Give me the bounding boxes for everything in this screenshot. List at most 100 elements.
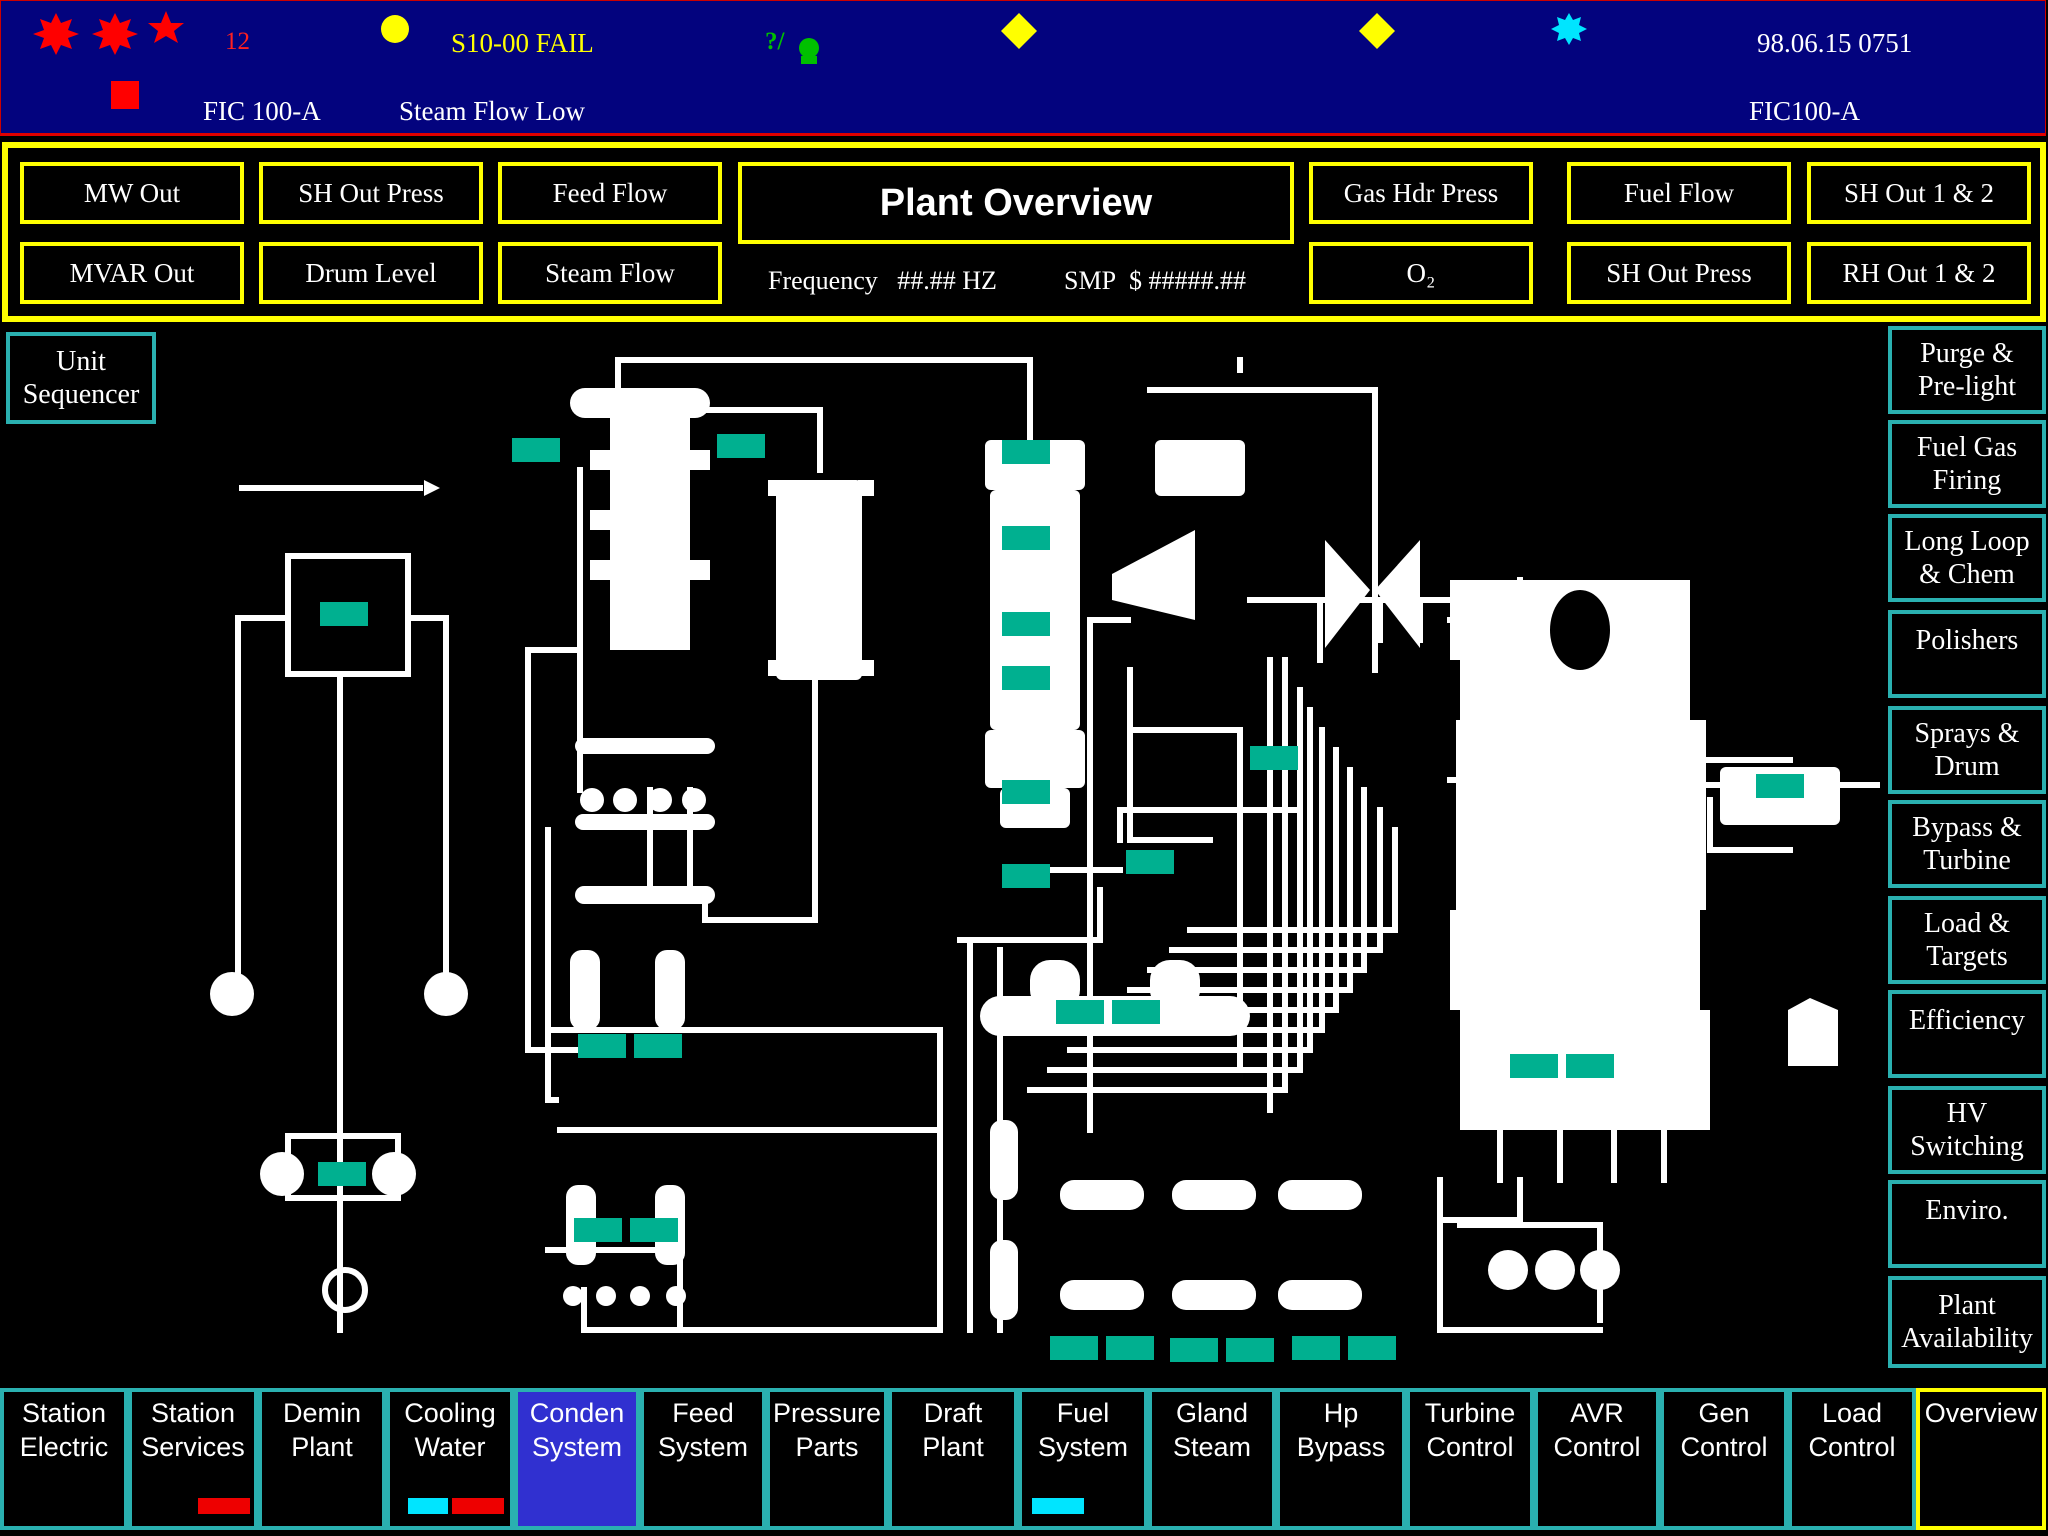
alarm-star-icon[interactable] [148, 11, 184, 43]
person-icon [799, 38, 819, 64]
alarm-message: Steam Flow Low [399, 96, 585, 126]
page-title: Plant Overview [738, 162, 1294, 244]
process-tag[interactable] [320, 602, 368, 626]
nav-label: Station Services [141, 1398, 245, 1462]
process-tag[interactable] [1756, 774, 1804, 798]
nav-label: Fuel System [1037, 1398, 1129, 1462]
side-btn-sprays-drum[interactable]: Sprays & Drum [1888, 706, 2046, 794]
process-tag[interactable] [578, 1034, 626, 1058]
process-tag[interactable] [1050, 1336, 1098, 1360]
alarm-fail-message[interactable]: S10-00 FAIL [451, 28, 594, 58]
nav-turbine-control[interactable]: Turbine Control [1406, 1388, 1534, 1530]
nav-overview[interactable]: Overview [1916, 1388, 2046, 1530]
process-tags [318, 434, 1804, 1362]
nav-demin-plant[interactable]: Demin Plant [258, 1388, 386, 1530]
nav-label: Cooling Water [404, 1398, 496, 1462]
side-btn-purge-prelight[interactable]: Purge & Pre-light [1888, 326, 2046, 414]
process-tag[interactable] [1112, 1000, 1160, 1024]
nav-cooling-water[interactable]: Cooling Water [386, 1388, 514, 1530]
process-tag[interactable] [1170, 1338, 1218, 1362]
side-btn-plant-availability[interactable]: Plant Availability [1888, 1276, 2046, 1368]
status-indicator-red [452, 1498, 504, 1514]
process-tag[interactable] [1002, 612, 1050, 636]
process-tag[interactable] [1002, 864, 1050, 888]
sh-out-press-right-button[interactable]: SH Out Press [1567, 242, 1791, 304]
alarm-diamond-icon[interactable] [1359, 13, 1395, 49]
nav-label: Station Electric [19, 1398, 109, 1462]
alarm-circle-icon[interactable] [381, 15, 409, 43]
nav-label: Gen Control [1680, 1398, 1768, 1462]
side-btn-bypass-turbine[interactable]: Bypass & Turbine [1888, 800, 2046, 888]
query-symbol: ?/ [765, 28, 785, 55]
side-btn-fuel-gas-firing[interactable]: Fuel Gas Firing [1888, 420, 2046, 508]
rh-out-1-2-button[interactable]: RH Out 1 & 2 [1807, 242, 2031, 304]
side-btn-polishers[interactable]: Polishers [1888, 610, 2046, 698]
process-tag[interactable] [1348, 1336, 1396, 1360]
side-btn-load-targets[interactable]: Load & Targets [1888, 896, 2046, 984]
mvar-out-button[interactable]: MVAR Out [20, 242, 244, 304]
side-btn-hv-switching[interactable]: HV Switching [1888, 1086, 2046, 1174]
alarm-tag-right[interactable]: FIC100-A [1749, 96, 1861, 126]
nav-draft-plant[interactable]: Draft Plant [888, 1388, 1018, 1530]
equipment-shapes [210, 388, 1840, 1320]
alarm-sun-icon[interactable] [1551, 13, 1587, 45]
nav-label: Load Control [1808, 1398, 1896, 1462]
drum-level-button[interactable]: Drum Level [259, 242, 483, 304]
nav-label: Pressure Parts [772, 1398, 882, 1462]
process-tag[interactable] [717, 434, 765, 458]
sh-out-1-2-button[interactable]: SH Out 1 & 2 [1807, 162, 2031, 224]
process-tag[interactable] [1056, 1000, 1104, 1024]
process-tag[interactable] [574, 1218, 622, 1242]
steam-flow-button[interactable]: Steam Flow [498, 242, 722, 304]
nav-station-services[interactable]: Station Services [128, 1388, 258, 1530]
bottom-nav [0, 1388, 2048, 1536]
nav-fuel-system[interactable]: Fuel System [1018, 1388, 1148, 1530]
alarm-starburst-icon[interactable] [33, 13, 79, 55]
side-btn-enviro[interactable]: Enviro. [1888, 1180, 2046, 1268]
side-btn-efficiency[interactable]: Efficiency [1888, 990, 2046, 1078]
alarm-starburst-icon[interactable] [92, 13, 138, 55]
nav-hp-bypass[interactable]: Hp Bypass [1276, 1388, 1406, 1530]
unit-sequencer-button[interactable]: Unit Sequencer [6, 332, 156, 424]
process-tag[interactable] [1002, 526, 1050, 550]
process-tag[interactable] [1292, 1336, 1340, 1360]
side-btn-long-loop-chem[interactable]: Long Loop & Chem [1888, 514, 2046, 602]
nav-avr-control[interactable]: AVR Control [1534, 1388, 1660, 1530]
process-tag[interactable] [1250, 746, 1298, 770]
nav-pressure-parts[interactable]: Pressure Parts [766, 1388, 888, 1530]
process-tag[interactable] [634, 1034, 682, 1058]
smp-value: $ #####.## [1129, 266, 1247, 295]
mw-out-button[interactable]: MW Out [20, 162, 244, 224]
nav-gland-steam[interactable]: Gland Steam [1148, 1388, 1276, 1530]
alarm-diamond-icon[interactable] [1001, 13, 1037, 49]
alarm-bar: 12 S10-00 FAIL ?/ 98.06.15 0751 FIC 100-… [0, 0, 2046, 136]
process-tag[interactable] [318, 1162, 366, 1186]
process-tag[interactable] [1002, 666, 1050, 690]
nav-gen-control[interactable]: Gen Control [1660, 1388, 1788, 1530]
process-tag[interactable] [1510, 1054, 1558, 1078]
process-tag[interactable] [630, 1218, 678, 1242]
process-tag[interactable] [1002, 440, 1050, 464]
smp-readout: SMP $ #####.## [1064, 266, 1246, 296]
fuel-flow-button[interactable]: Fuel Flow [1567, 162, 1791, 224]
frequency-readout: Frequency ##.## HZ [768, 266, 997, 296]
nav-feed-system[interactable]: Feed System [640, 1388, 766, 1530]
alarm-tag-left[interactable]: FIC 100-A [203, 96, 321, 126]
alarm-square-icon[interactable] [111, 81, 139, 109]
nav-load-control[interactable]: Load Control [1788, 1388, 1916, 1530]
alarm-icons [33, 11, 1587, 109]
nav-station-electric[interactable]: Station Electric [0, 1388, 128, 1530]
process-tag[interactable] [1566, 1054, 1614, 1078]
nav-label: AVR Control [1553, 1398, 1641, 1462]
gas-hdr-press-button[interactable]: Gas Hdr Press [1309, 162, 1533, 224]
feed-flow-button[interactable]: Feed Flow [498, 162, 722, 224]
process-tag[interactable] [512, 438, 560, 462]
process-tag[interactable] [1106, 1336, 1154, 1360]
o2-button[interactable]: O₂ [1309, 242, 1533, 304]
process-tag[interactable] [1126, 850, 1174, 874]
sh-out-press-button[interactable]: SH Out Press [259, 162, 483, 224]
nav-conden-system[interactable]: Conden System [514, 1388, 640, 1530]
process-tag[interactable] [1002, 780, 1050, 804]
frequency-value: ##.## HZ [897, 266, 997, 295]
process-tag[interactable] [1226, 1338, 1274, 1362]
